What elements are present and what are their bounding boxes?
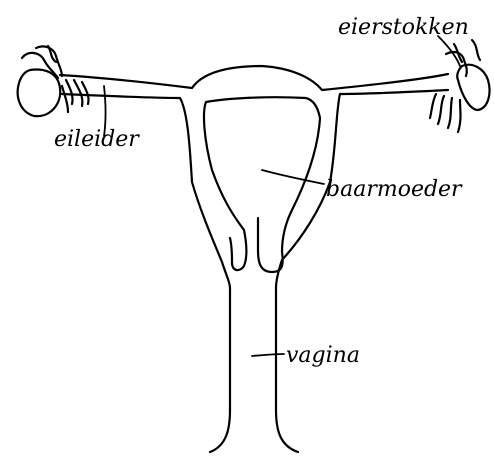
label-uterus: baarmoeder	[326, 177, 463, 202]
label-vagina: vagina	[286, 343, 360, 368]
left-ovary-illustration	[18, 46, 89, 116]
vagina-outline	[210, 288, 298, 452]
right-ovary-illustration	[430, 40, 490, 132]
label-ovaries: eierstokken	[338, 15, 469, 40]
leader-uterus	[262, 170, 324, 184]
leader-vagina	[252, 354, 284, 356]
label-fallopian-tube: eileider	[54, 127, 140, 152]
uterine-cavity	[204, 97, 320, 272]
